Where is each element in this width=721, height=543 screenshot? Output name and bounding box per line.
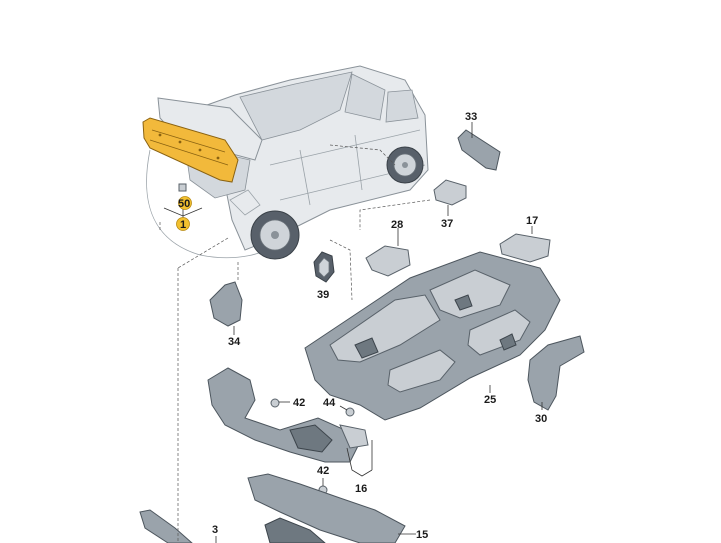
clip-icon [178, 183, 187, 192]
part-15 [247, 473, 406, 543]
label-25: 25 [484, 394, 496, 406]
label-50: 50 [178, 198, 190, 210]
label-1: 1 [180, 219, 186, 231]
label-44: 44 [323, 397, 336, 409]
part-34 [209, 281, 243, 327]
part-3 [139, 509, 193, 543]
badge-1 [176, 217, 190, 231]
label-17: 17 [526, 215, 538, 227]
fastener-42a [270, 398, 280, 408]
fastener-44 [345, 407, 355, 417]
label-30: 30 [535, 413, 547, 425]
part-17 [499, 233, 551, 263]
label-15: 15 [416, 529, 428, 541]
label-37: 37 [441, 218, 453, 230]
part-28 [365, 245, 411, 277]
part-37 [433, 179, 467, 206]
part-15-lower [264, 517, 326, 543]
label-42b: 42 [317, 465, 329, 477]
hood-insulation-highlighted [142, 117, 239, 183]
label-34: 34 [228, 336, 241, 348]
part-25-floor-mat [304, 251, 561, 421]
badge-50 [178, 196, 192, 210]
label-3: 3 [212, 524, 218, 536]
label-39: 39 [317, 289, 329, 301]
label-33: 33 [465, 111, 477, 123]
label-16: 16 [355, 483, 367, 495]
label-42a: 42 [293, 397, 305, 409]
label-28: 28 [391, 219, 403, 231]
part-30 [527, 335, 585, 411]
underbody-panel [207, 367, 369, 463]
part-33 [457, 129, 501, 171]
